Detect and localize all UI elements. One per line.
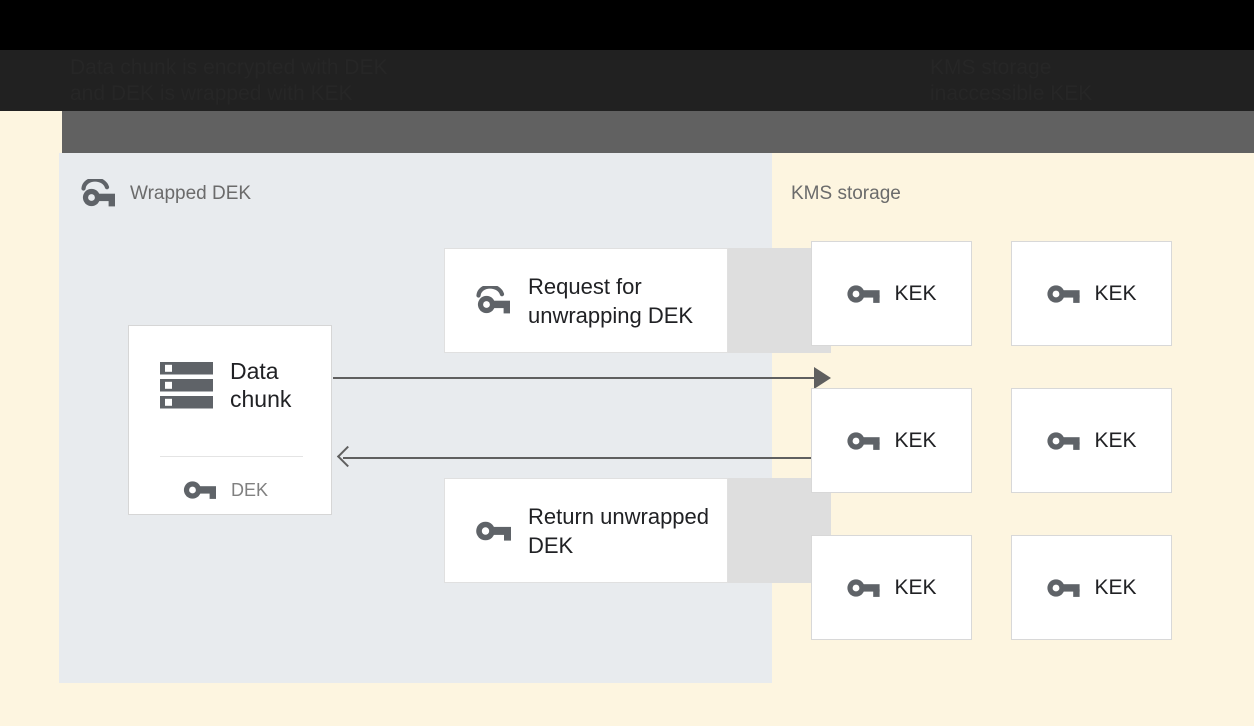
kek-label: KEK — [894, 281, 937, 305]
arrow-from-kms-head-icon — [336, 445, 359, 468]
key-icon — [1046, 283, 1081, 305]
storage-chunks-icon — [160, 361, 213, 409]
header-right-block: KMS storage inaccessible KEK — [930, 55, 1250, 107]
wrapped-key-icon — [474, 284, 511, 315]
key-icon — [1046, 430, 1081, 452]
request-unwrap-dek-label: Request for unwrapping DEK — [528, 273, 694, 328]
kek-card[interactable]: KEK — [811, 241, 972, 346]
data-chunk-card[interactable]: Data chunk DEK — [128, 325, 332, 515]
return-unwrapped-dek-label: Return unwrapped DEK — [528, 503, 710, 558]
data-chunk-row: Data chunk — [160, 357, 310, 413]
wrapped-dek-panel-header: Wrapped DEK — [79, 177, 252, 208]
key-icon — [1046, 577, 1081, 599]
key-icon — [846, 283, 881, 305]
dek-label: DEK — [231, 479, 269, 500]
key-icon — [846, 430, 881, 452]
wrapped-key-icon — [79, 177, 116, 208]
window-top-black-strip — [0, 0, 1254, 50]
kek-grid: KEK KEK KEK — [811, 241, 1172, 640]
kek-card[interactable]: KEK — [811, 535, 972, 640]
arrow-to-kms-head-icon — [814, 367, 831, 389]
data-chunk-card-divider — [160, 456, 303, 457]
dek-row: DEK — [183, 479, 268, 501]
kek-label: KEK — [1094, 281, 1137, 305]
header-right-line-1: KMS storage — [930, 56, 1052, 79]
header-right-line-2: inaccessible KEK — [930, 82, 1093, 105]
kek-card[interactable]: KEK — [811, 388, 972, 493]
header-title-block: Data chunk is encrypted with DEK and DEK… — [70, 55, 970, 107]
kek-label: KEK — [1094, 575, 1137, 599]
arrow-to-kms-line — [333, 377, 821, 379]
wrapped-dek-panel-title: Wrapped DEK — [130, 182, 252, 204]
kms-storage-title: KMS storage — [791, 183, 901, 204]
return-unwrapped-dek-card[interactable]: Return unwrapped DEK — [444, 478, 728, 583]
kek-label: KEK — [894, 575, 937, 599]
diagram-canvas: Wrapped DEK Data chunk — [0, 153, 1254, 726]
window-dark-header: Data chunk is encrypted with DEK and DEK… — [0, 50, 1254, 111]
kek-card[interactable]: KEK — [1011, 241, 1172, 346]
header-title-line-1: Data chunk is encrypted with DEK — [70, 56, 388, 79]
key-icon — [846, 577, 881, 599]
request-unwrap-dek-card[interactable]: Request for unwrapping DEK — [444, 248, 728, 353]
grey-toolbar-left-gap — [0, 111, 62, 153]
data-chunk-label: Data chunk — [230, 358, 292, 412]
kek-card[interactable]: KEK — [1011, 535, 1172, 640]
arrow-from-kms-line — [343, 457, 831, 459]
kek-card[interactable]: KEK — [1011, 388, 1172, 493]
header-title-line-2: and DEK is wrapped with KEK — [70, 82, 353, 105]
wrapped-dek-panel: Wrapped DEK Data chunk — [59, 153, 831, 683]
window-grey-toolbar — [62, 111, 1254, 153]
key-icon — [474, 519, 511, 543]
kek-label: KEK — [894, 428, 937, 452]
kek-label: KEK — [1094, 428, 1137, 452]
key-icon — [183, 479, 216, 501]
